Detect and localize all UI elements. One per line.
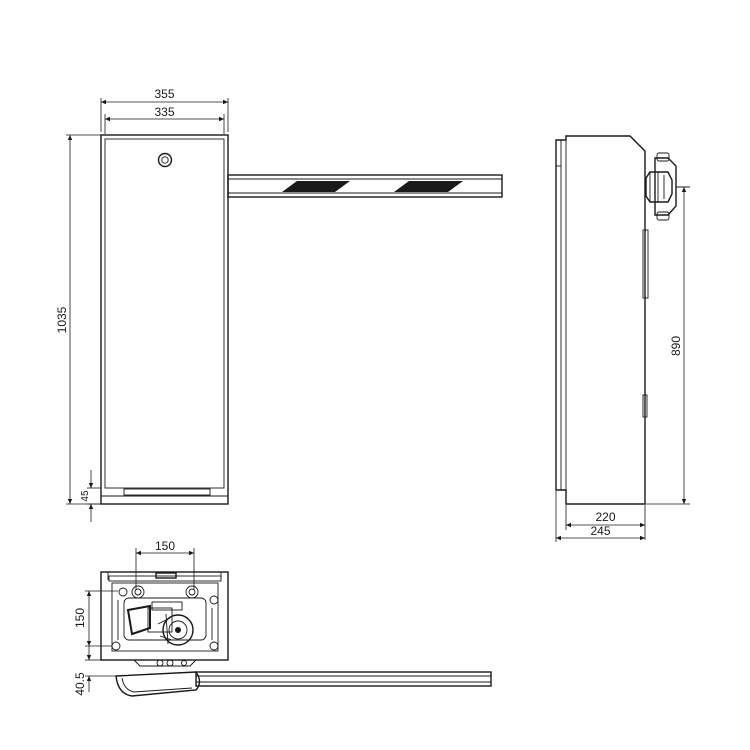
dim-top-offset: 40.5 bbox=[73, 646, 116, 696]
dim-label-335: 335 bbox=[154, 105, 174, 119]
dim-label-245: 245 bbox=[590, 524, 610, 538]
dim-front-height: 1035 bbox=[55, 134, 101, 505]
dim-label-45: 45 bbox=[80, 490, 91, 502]
dim-label-220: 220 bbox=[595, 510, 615, 524]
top-barrier-arm bbox=[195, 671, 492, 687]
dim-label-1035: 1035 bbox=[55, 306, 69, 333]
dim-front-base: 45 bbox=[80, 470, 101, 522]
key-lock-icon bbox=[157, 152, 173, 168]
dim-side-inner-depth: 220 bbox=[565, 505, 646, 540]
dim-side-outer-depth: 245 bbox=[555, 491, 645, 542]
top-view bbox=[100, 571, 492, 697]
dim-label-40-5: 40.5 bbox=[73, 672, 87, 696]
barrier-arm bbox=[227, 174, 503, 198]
dim-top-mount-width: 150 bbox=[135, 539, 195, 590]
dim-label-150-width: 150 bbox=[155, 539, 175, 553]
dim-side-height: 890 bbox=[646, 186, 690, 505]
side-view bbox=[555, 135, 690, 505]
dim-label-150-depth: 150 bbox=[73, 608, 87, 628]
front-view bbox=[100, 134, 503, 505]
top-arm-hub bbox=[115, 671, 201, 697]
dim-label-890: 890 bbox=[669, 336, 683, 356]
dim-label-355: 355 bbox=[154, 87, 174, 101]
dim-top-mount-depth: 150 bbox=[73, 590, 118, 647]
dim-front-inner-width: 335 bbox=[104, 105, 225, 134]
arm-pivot-hub bbox=[645, 152, 690, 221]
gear-motor-icon bbox=[126, 601, 194, 646]
dim-front-outer-width: 355 bbox=[100, 87, 229, 132]
